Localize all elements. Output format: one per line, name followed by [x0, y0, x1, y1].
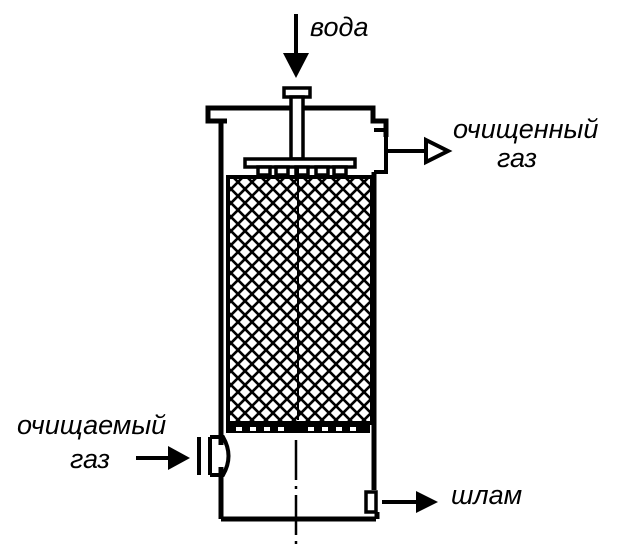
centre-axis [294, 168, 299, 548]
dirty-gas-inlet [136, 435, 231, 477]
clean-gas-label-line1: очищенный [453, 114, 599, 144]
clean-gas-label-line2: газ [497, 143, 537, 173]
packing-bed [226, 175, 374, 425]
sludge-label: шлам [451, 480, 523, 510]
water-distributor [243, 86, 357, 177]
dirty-gas-label-line2: газ [70, 444, 110, 474]
clean-gas-outlet [374, 128, 453, 174]
water-label: вода [310, 12, 369, 42]
water-inlet-arrow [283, 14, 309, 78]
sludge-outlet [364, 490, 438, 514]
support-grate [226, 425, 370, 433]
dirty-gas-label-line1: очищаемый [17, 410, 167, 440]
